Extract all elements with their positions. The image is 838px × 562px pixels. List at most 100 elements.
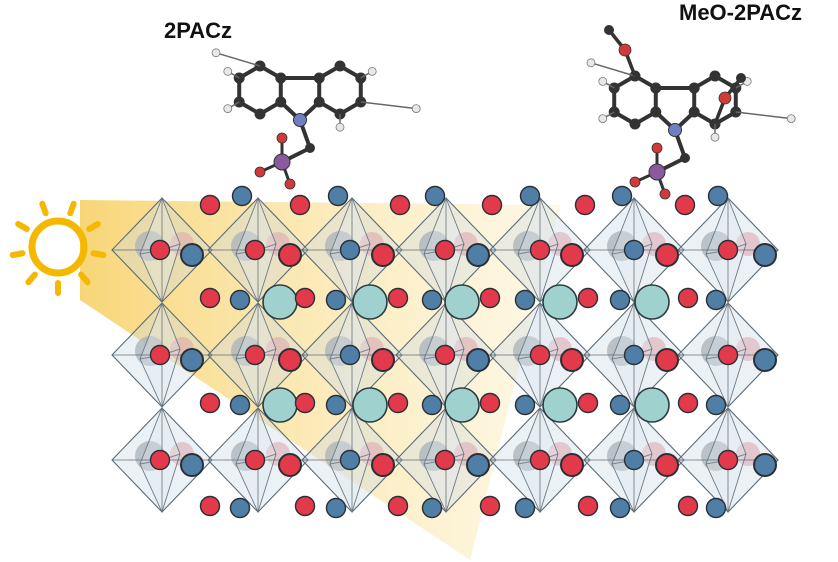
halide-atom [294,495,316,517]
cation-atom [634,284,670,320]
metal-atom [466,348,490,372]
halide-atom [371,348,395,372]
label-meo-2pacz: MeO-2PACz [679,0,803,25]
cation-atom [262,387,298,423]
carbon-atom [275,96,287,108]
hydrogen-atom [598,114,608,123]
metal-atom [325,394,347,416]
cation-atom [352,284,388,320]
mol-bond [590,62,636,77]
halide-atom [244,449,266,471]
halide-atom [560,453,584,477]
sun-icon [9,200,107,296]
carbon-atom [313,72,325,84]
metal-atom [753,243,777,267]
metal-atom [623,449,645,471]
halide-atom [717,449,739,471]
metal-atom [611,185,633,207]
carbon-atom [334,60,346,72]
oxygen-atom [254,166,266,178]
oxygen-atom [276,132,288,144]
metal-atom [466,453,490,477]
halide-atom [244,344,266,366]
oxygen-atom [718,91,732,105]
hydrogen-atom [786,114,796,123]
cation-atom [444,387,480,423]
halide-atom [278,243,302,267]
carbon-atom [680,153,690,163]
mol-bond [215,52,261,67]
cation-atom [262,284,298,320]
metal-atom [514,497,536,519]
halide-atom [577,392,599,414]
halide-atom [278,453,302,477]
halide-atom [149,344,171,366]
halide-atom [434,344,456,366]
metal-atom [514,289,536,311]
metal-atom [229,394,251,416]
halide-atom [529,239,551,261]
halide-atom [199,287,221,309]
oxygen-atom [659,188,671,200]
halide-atom [294,287,316,309]
metal-atom [705,497,727,519]
halide-atom [479,392,501,414]
sun-ray [25,271,38,286]
metal-atom [609,289,631,311]
phosphorus-atom [273,153,291,171]
halide-atom [574,194,596,216]
hydrogen-atom [211,48,221,58]
metal-atom [753,348,777,372]
metal-atom [466,243,490,267]
metal-atom [339,449,361,471]
cation-atom [634,387,670,423]
halide-atom [529,449,551,471]
halide-atom [717,344,739,366]
metal-atom [339,344,361,366]
halide-atom [434,449,456,471]
metal-atom [327,185,349,207]
metal-atom [180,348,204,372]
oxygen-atom [618,43,632,57]
halide-atom [677,495,699,517]
metal-atom [180,243,204,267]
sun-ray [39,200,49,217]
metal-atom [421,497,443,519]
carbon-atom [736,73,746,83]
halide-atom [289,194,311,216]
label-2pacz: 2PACz [164,18,233,43]
halide-atom [655,243,679,267]
halide-atom [655,453,679,477]
metal-atom [623,239,645,261]
halide-atom [387,392,409,414]
halide-atom [149,239,171,261]
halide-atom [371,243,395,267]
metal-atom [229,497,251,519]
halide-atom [199,392,221,414]
mol-bond [735,111,792,120]
carbon-atom [709,70,721,82]
sun-ray [67,200,77,217]
nitrogen-atom [668,123,682,137]
halide-atom [677,287,699,309]
oxygen-atom [629,176,641,188]
halide-atom [677,392,699,414]
metal-atom [229,289,251,311]
metal-atom [753,453,777,477]
halide-atom [481,194,503,216]
halide-atom [434,239,456,261]
halide-atom [479,287,501,309]
sun-ray [9,250,26,258]
halide-atom [389,194,411,216]
hydrogen-atom [223,104,233,113]
halide-atom [149,449,171,471]
carbon-atom [305,143,315,153]
metal-atom [421,289,443,311]
sun-ray [86,221,101,232]
hydrogen-atom [586,58,596,68]
metal-atom [424,185,446,207]
carbon-atom [604,25,614,35]
metal-atom [325,289,347,311]
carbon-atom [629,118,641,130]
